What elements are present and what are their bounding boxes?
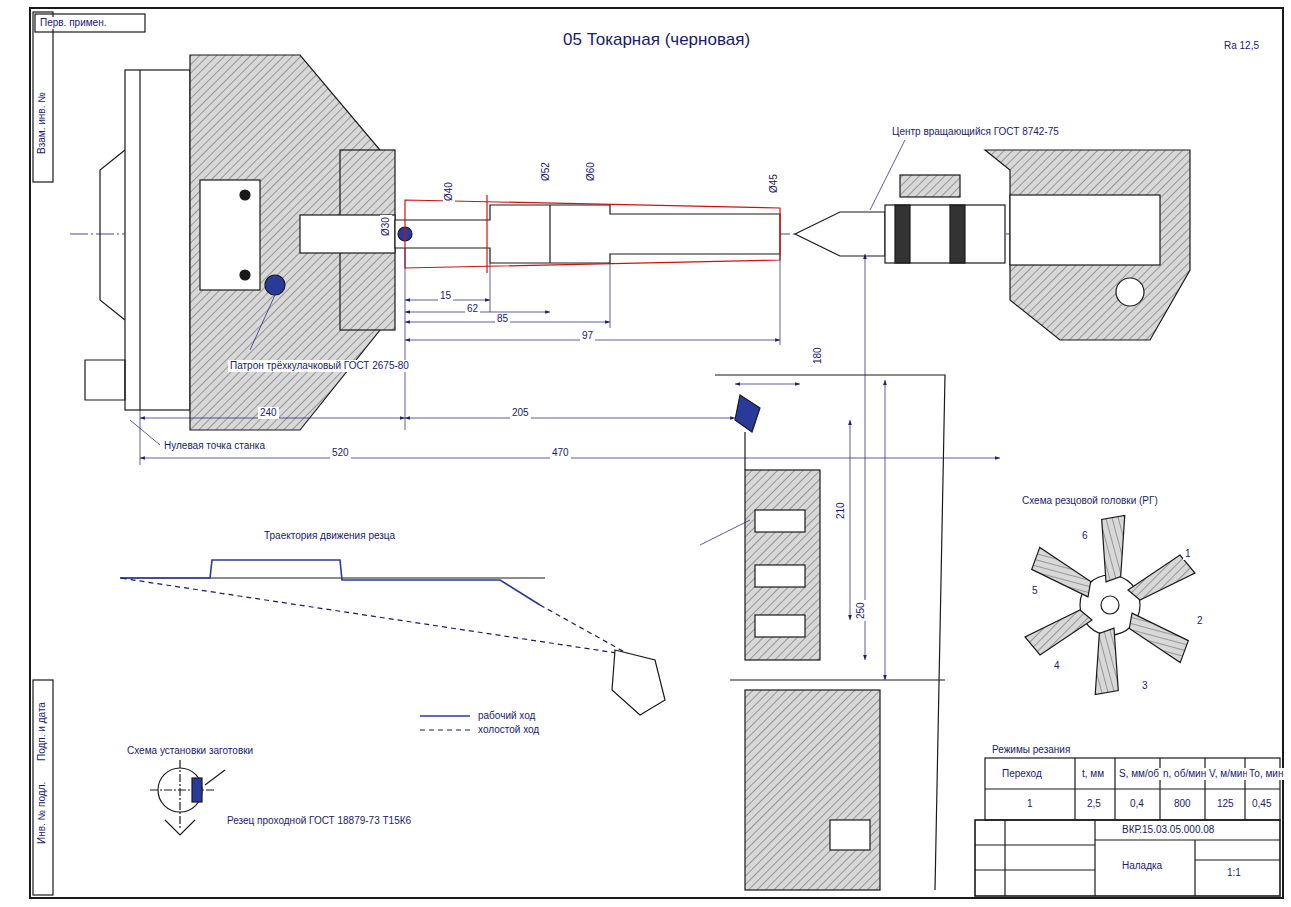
length-dimension: 210 [835,500,847,521]
length-dimension: 470 [550,447,571,459]
table-cell: 0,4 [1128,798,1146,810]
callout-number: 2 [1195,615,1205,627]
table-cell: S, мм/об [1117,768,1161,780]
table-cell: Переход [1000,768,1044,780]
diameter-dimension: Ø52 [540,160,552,183]
callout-number: 1 [1183,548,1193,560]
view-heading: Схема резцовой головки (РГ) [1020,495,1160,507]
drawing-name: Наладка [1120,860,1164,872]
part-note: Патрон трёхкулачковый ГОСТ 2675-80 [228,360,411,372]
callout-number: 3 [1140,680,1150,692]
part-note: Центр вращающийся ГОСТ 8742-75 [890,126,1061,138]
drawing-number: ВКР.15.03.05.000.08 [1120,824,1216,836]
table-cell: n, об/мин [1161,768,1208,780]
table-cell: 0,45 [1250,798,1273,810]
diameter-dimension: Ø30 [380,215,392,238]
table-heading: Режимы резания [990,744,1072,756]
table-cell: t, мм [1080,768,1106,780]
length-dimension: 62 [465,303,480,315]
view-heading: Траектория движения резца [262,530,397,542]
table-cell: V, м/мин [1207,768,1250,780]
operation-title: 05 Токарная (черновая) [560,30,753,50]
stamp-field: Перв. примен. [38,17,108,29]
stamp-field: Взам. инв. № [36,90,48,156]
table-cell: 1 [1025,798,1035,810]
length-dimension: 15 [438,290,453,302]
zero-point-note: Нулевая точка станка [162,440,267,452]
stamp-field: Подп. и дата [36,700,48,763]
callout-number: 4 [1052,660,1062,672]
length-dimension: 85 [495,313,510,325]
length-dimension: 180 [812,345,824,366]
legend-line-label: холостой ход [476,724,541,736]
length-dimension: 240 [258,407,279,419]
table-cell: 800 [1172,798,1193,810]
diameter-dimension: Ø60 [585,160,597,183]
length-dimension: 250 [855,600,867,621]
callout-number: 6 [1080,530,1090,542]
length-dimension: 205 [510,407,531,419]
diameter-dimension: Ø40 [443,180,455,203]
tool-note: Резец проходной ГОСТ 18879-73 Т15К6 [225,815,413,827]
length-dimension: 520 [330,447,351,459]
diameter-dimension: Ø45 [768,172,780,195]
legend-line-label: рабочий ход [476,710,537,722]
callout-number: 5 [1030,585,1040,597]
scale-value: 1:1 [1225,867,1243,879]
table-cell: 125 [1215,798,1236,810]
table-cell: То, мин [1247,768,1285,780]
roughness-mark: Ra 12,5 [1222,40,1261,52]
stamp-field: Инв. № подл. [36,780,48,846]
length-dimension: 97 [580,330,595,342]
view-heading: Схема установки заготовки [125,745,255,757]
table-cell: 2,5 [1085,798,1103,810]
